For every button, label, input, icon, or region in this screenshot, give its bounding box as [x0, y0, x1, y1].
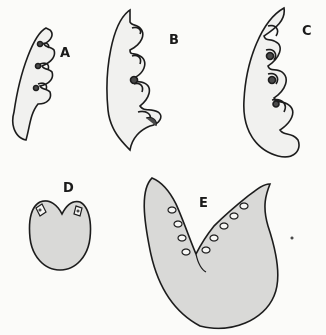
panel-c-drawing — [244, 8, 299, 157]
panel-b-drawing — [107, 10, 161, 150]
panel-d-label: D — [63, 182, 74, 195]
panel-a-label: A — [60, 47, 70, 60]
panel-d-drawing — [29, 201, 90, 270]
panel-c-label: C — [302, 25, 312, 38]
panel-a-drawing — [13, 28, 55, 140]
panel-e-label: E — [199, 197, 208, 210]
panel-e-drawing — [144, 178, 293, 328]
panel-b-label: B — [169, 34, 179, 47]
